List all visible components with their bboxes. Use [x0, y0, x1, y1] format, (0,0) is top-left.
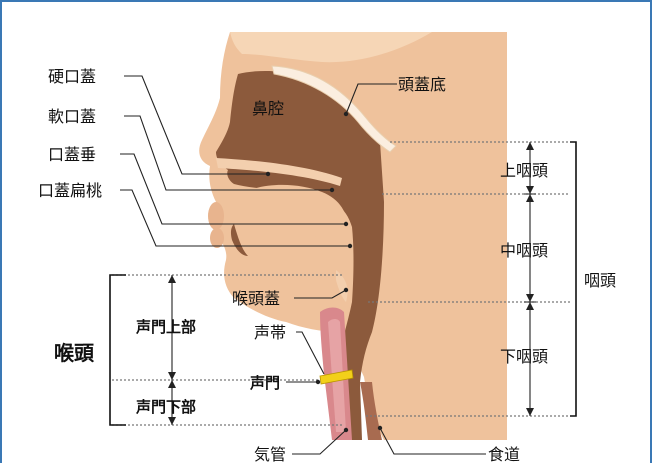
dot-soft-palate	[330, 188, 334, 192]
label-nasal-cavity: 鼻腔	[252, 99, 284, 118]
label-vocal-cord: 声帯	[254, 323, 286, 342]
label-soft-palate: 軟口蓋	[48, 107, 96, 126]
label-uvula: 口蓋垂	[48, 145, 96, 164]
label-glottis: 声門	[249, 374, 280, 392]
dot-trachea	[344, 428, 348, 432]
pharynx-bracket	[570, 142, 576, 416]
label-skull-base: 頭蓋底	[398, 75, 446, 94]
dot-uvula	[344, 222, 348, 226]
dot-palatine-tonsil	[348, 244, 352, 248]
label-epiglottis: 喉頭蓋	[232, 289, 280, 308]
chin-mouth-shape	[210, 228, 224, 248]
label-palatine-tonsil: 口蓋扁桃	[38, 181, 102, 200]
label-hypopharynx: 下咽頭	[500, 347, 548, 366]
label-hard-palate: 硬口蓋	[48, 67, 96, 86]
label-epipharynx: 上咽頭	[500, 161, 548, 180]
dot-esophagus	[378, 426, 382, 430]
pharynx-scale	[524, 142, 536, 416]
larynx-bracket	[110, 275, 126, 425]
leader-vocal-cord	[296, 332, 324, 374]
dot-glottis	[316, 380, 320, 384]
label-larynx: 喉頭	[54, 341, 95, 365]
lip-shape	[208, 202, 224, 230]
label-esophagus: 食道	[488, 445, 520, 463]
label-subglottis: 声門下部	[135, 398, 196, 416]
dot-skull-base	[344, 112, 348, 116]
dot-epiglottis	[344, 288, 348, 292]
dot-hard-palate	[266, 172, 270, 176]
label-trachea: 気管	[254, 445, 286, 463]
label-supraglottis: 声門上部	[135, 318, 196, 336]
label-pharynx: 咽頭	[584, 271, 616, 290]
label-mesopharynx: 中咽頭	[500, 241, 548, 260]
